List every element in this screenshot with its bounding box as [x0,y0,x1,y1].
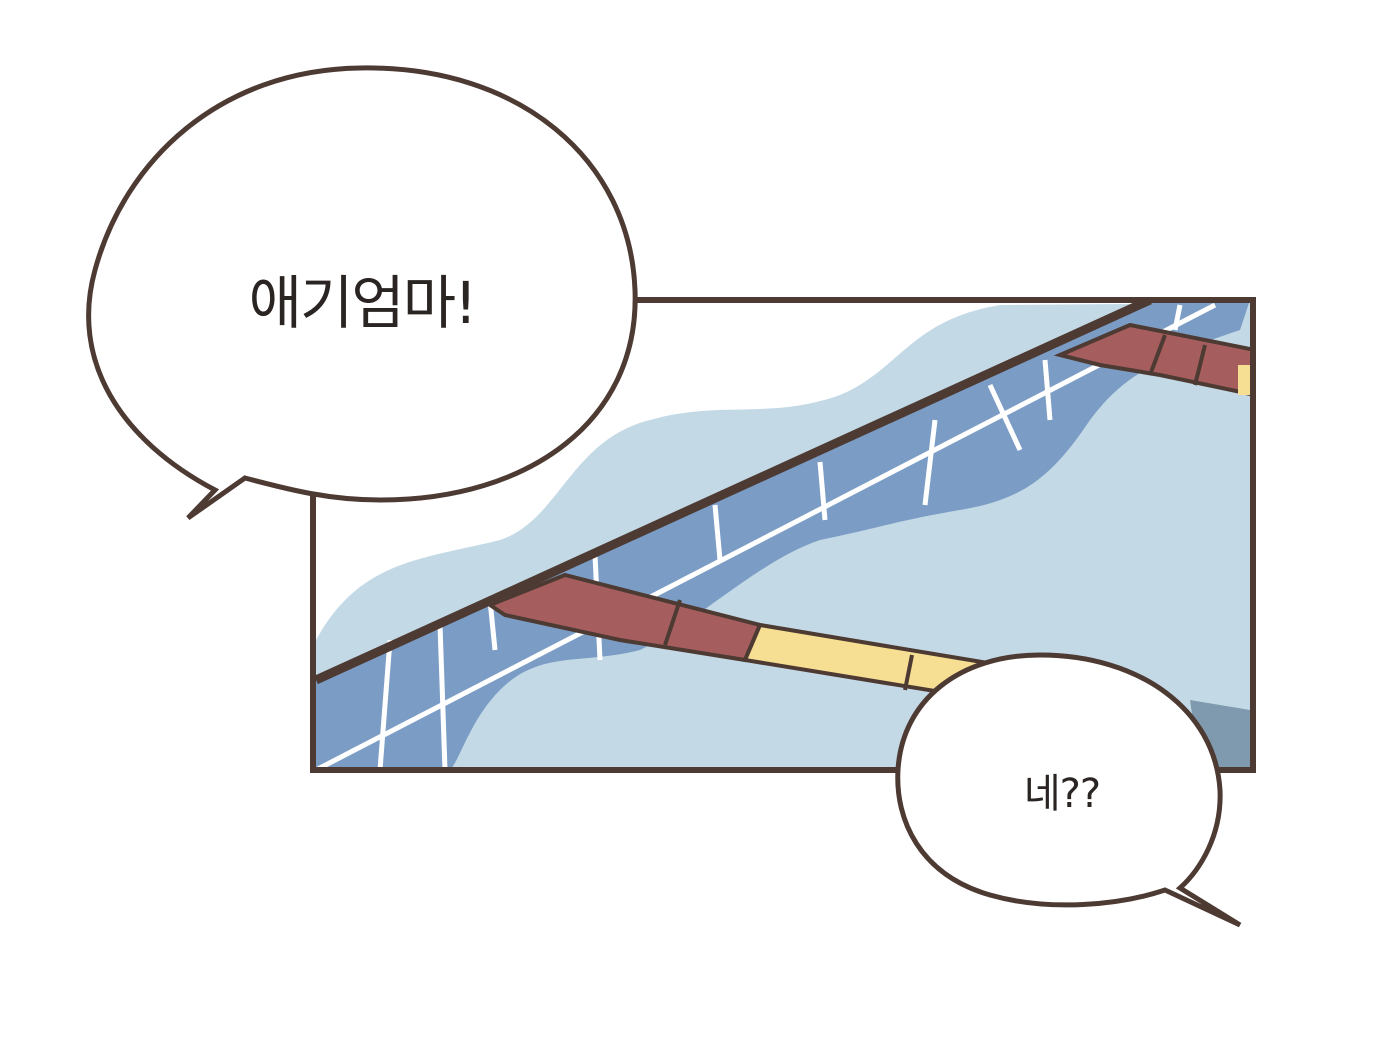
speech-bubble-1 [86,65,638,521]
speech-bubble-2 [895,652,1242,928]
bubble-2-text: 네?? [1023,771,1101,817]
tile-grout [316,303,1217,767]
pool-edge [316,303,1152,685]
pool-scene [316,303,1250,767]
rope-segments [663,334,1207,691]
bubble-1-text: 애기엄마! [248,269,478,337]
panel-border [310,297,1256,773]
